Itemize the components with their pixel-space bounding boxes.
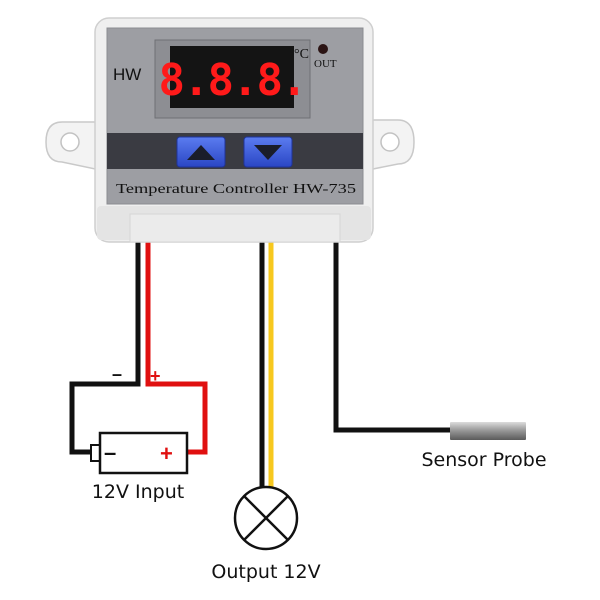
out-indicator-led xyxy=(318,44,328,54)
triangle-down-icon xyxy=(254,145,282,160)
unit-label: °C xyxy=(294,47,309,62)
sensor-label: Sensor Probe xyxy=(421,449,546,471)
battery-minus-label: – xyxy=(104,440,116,465)
battery-icon: – + xyxy=(90,431,189,475)
input-negative-wire xyxy=(69,242,141,455)
up-button[interactable] xyxy=(176,136,226,168)
output-label: Output 12V xyxy=(211,561,320,583)
polarity-plus-label: + xyxy=(150,366,161,386)
sensor-wire xyxy=(333,242,452,433)
led-display xyxy=(170,46,294,108)
mounting-ear-right xyxy=(367,119,415,171)
terminal-block xyxy=(129,213,341,243)
out-indicator-label: OUT xyxy=(314,58,337,70)
sensor-probe-icon xyxy=(450,422,526,440)
device-caption: Temperature Controller HW-735 xyxy=(116,182,356,197)
battery-plus-label: + xyxy=(160,441,173,466)
wires xyxy=(69,242,452,490)
input-positive-wire xyxy=(145,242,208,455)
mounting-ear-left xyxy=(45,121,101,171)
down-button[interactable] xyxy=(243,136,293,168)
temperature-controller: HW 8.8.8. °C OUT Temperature Controller … xyxy=(45,17,415,243)
input-label: 12V Input xyxy=(92,481,184,503)
lamp-icon xyxy=(233,485,299,551)
triangle-up-icon xyxy=(187,145,215,160)
display-readout: 8.8.8. xyxy=(159,55,306,106)
button-strip xyxy=(107,133,363,169)
polarity-minus-label: – xyxy=(112,364,122,384)
brand-label: HW xyxy=(113,65,141,84)
